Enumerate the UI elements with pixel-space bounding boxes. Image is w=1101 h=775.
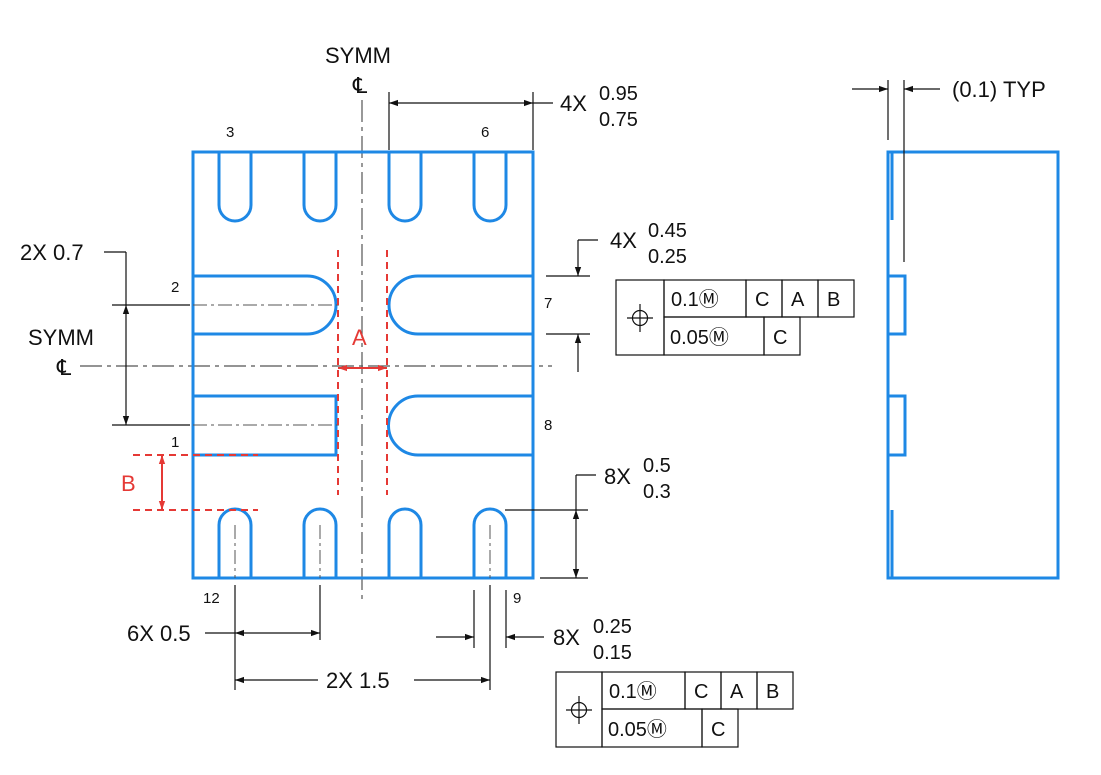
pad-2 <box>193 274 338 336</box>
note-4x-pad-length: 4X <box>560 91 587 116</box>
fcf-lower-r1-datum1: C <box>694 681 708 703</box>
fcf-lower-r2-tol: 0.05Ⓜ <box>608 718 667 741</box>
symm-left-label: SYMM <box>28 325 94 350</box>
centerlines <box>80 100 552 600</box>
note-6x-pitch: 6X 0.5 <box>127 621 191 646</box>
pad-10 <box>387 507 423 578</box>
fcf-lower-r1c4 <box>756 671 794 710</box>
pin-label-9: 9 <box>513 590 521 607</box>
fcf-lower-r1-datum3: B <box>766 681 779 703</box>
pad-7 <box>387 274 533 336</box>
pin-label-6: 6 <box>481 124 489 141</box>
pad-width-min: 0.25 <box>648 246 687 268</box>
pad-5 <box>387 152 423 223</box>
fcf-upper-r2-tol: 0.05Ⓜ <box>670 326 729 349</box>
side-pad-lower <box>886 394 907 457</box>
package-top-view <box>191 150 535 580</box>
dimension-lines <box>104 80 940 690</box>
fcf-lower-r2c2 <box>701 708 739 748</box>
pin-label-1: 1 <box>171 434 179 451</box>
fcf-upper-r1-datum2: A <box>791 289 805 311</box>
pad-9 <box>472 507 508 578</box>
package-body <box>191 150 535 580</box>
pin-label-12: 12 <box>203 590 220 607</box>
fcf-upper-r1-tol: 0.1Ⓜ <box>671 288 719 311</box>
fcf-upper-r1-datum3: B <box>827 289 840 311</box>
pin-label-7: 7 <box>544 295 552 312</box>
centerline-symbol-top: ℄ <box>352 73 368 98</box>
pad-length-min: 0.75 <box>599 109 638 131</box>
pad-length-max: 0.95 <box>599 83 638 105</box>
note-2x-span: 2X 1.5 <box>326 668 390 693</box>
pin-label-8: 8 <box>544 417 552 434</box>
annotation-a-label: A <box>352 325 367 350</box>
side-body <box>886 150 1060 580</box>
length-min: 0.3 <box>643 481 671 503</box>
package-side-view <box>886 150 1060 580</box>
length-max: 0.5 <box>643 455 671 477</box>
red-annotations <box>133 250 388 511</box>
pad-11 <box>302 507 338 578</box>
pad-width-max: 0.45 <box>648 220 687 242</box>
fcf-lower: 0.1Ⓜ C A B 0.05Ⓜ C <box>555 671 794 748</box>
pin-label-2: 2 <box>171 279 179 296</box>
fcf-lower-r1-datum2: A <box>730 681 744 703</box>
pad-4 <box>302 152 338 223</box>
note-8x-width: 8X <box>553 625 580 650</box>
fcf-lower-r1-tol: 0.1Ⓜ <box>609 680 657 703</box>
symm-top-label: SYMM <box>325 43 391 68</box>
width-max: 0.25 <box>593 616 632 638</box>
pad-1 <box>193 394 338 457</box>
pad-centerlines <box>193 304 491 578</box>
pin-label-3: 3 <box>226 124 234 141</box>
centerline-symbol-left: ℄ <box>56 355 72 380</box>
pad-8 <box>387 394 533 457</box>
annotation-b-label: B <box>121 471 136 496</box>
fcf-upper-r2-datum: C <box>773 327 787 349</box>
fcf-upper: 0.1Ⓜ C A B 0.05Ⓜ C <box>615 279 855 356</box>
note-4x-pad-width: 4X <box>610 228 637 253</box>
fcf-upper-r2c2 <box>763 316 801 356</box>
pad-3 <box>217 152 253 223</box>
fcf-lower-r2-datum: C <box>711 719 725 741</box>
note-8x-length: 8X <box>604 464 631 489</box>
fcf-upper-r1c4 <box>817 279 855 318</box>
typ-note: (0.1) TYP <box>952 77 1046 102</box>
fcf-upper-r1-datum1: C <box>755 289 769 311</box>
side-pad-upper <box>886 274 907 336</box>
width-min: 0.15 <box>593 642 632 664</box>
note-2x-07: 2X 0.7 <box>20 240 84 265</box>
pad-6 <box>472 152 508 223</box>
